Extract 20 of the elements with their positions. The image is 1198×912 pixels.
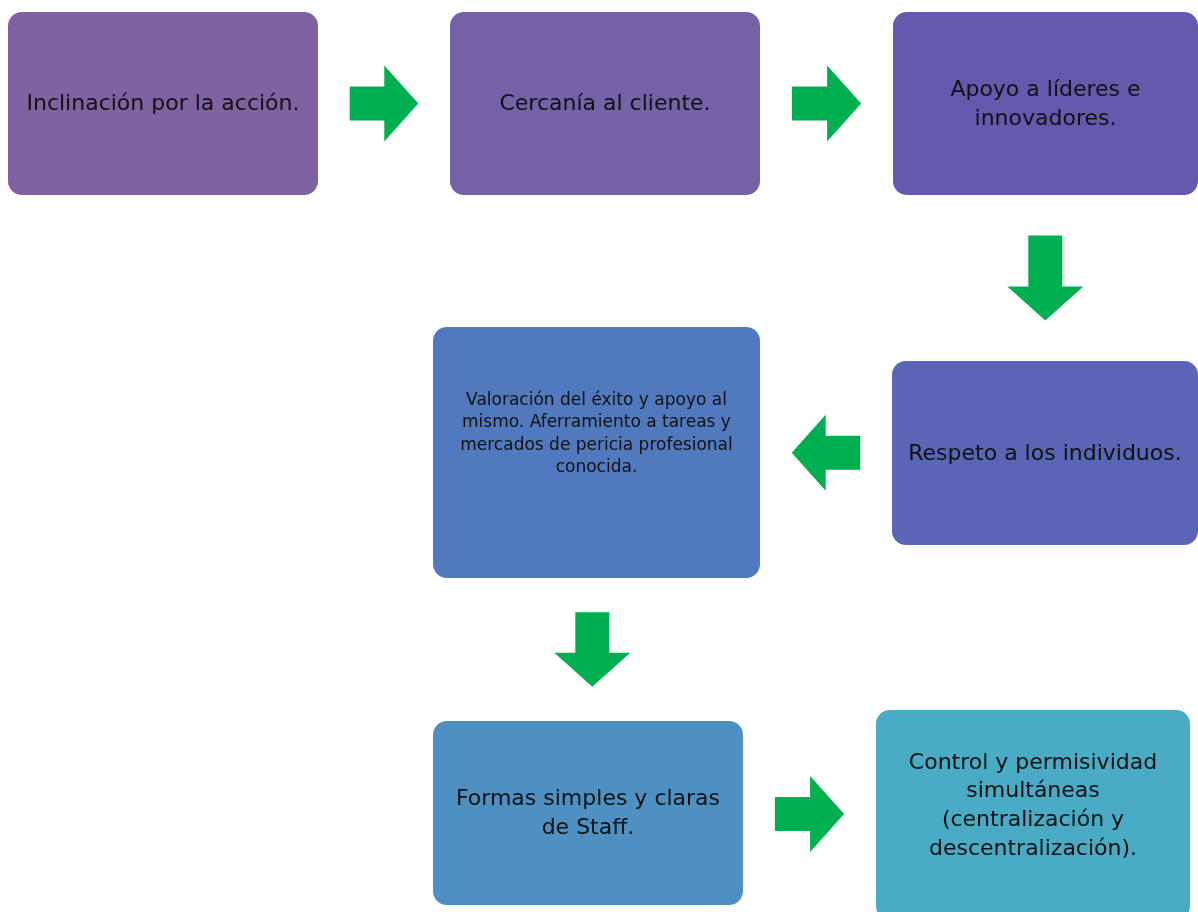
box-text: Formas simples y claras de Staff. — [454, 784, 722, 841]
block-arrow — [349, 65, 419, 142]
block-arrow — [791, 65, 862, 142]
process-box — [433, 327, 760, 578]
block-arrow — [554, 612, 631, 687]
process-box — [876, 710, 1190, 912]
process-box — [892, 361, 1198, 545]
box-text: Apoyo a líderes e innovadores. — [949, 74, 1142, 132]
box-text: Inclinación por la acción. — [26, 89, 300, 118]
process-box — [893, 12, 1198, 195]
box-text: Control y permisividad simultáneas (centralización y descentralización). — [907, 747, 1159, 862]
block-arrow — [1007, 235, 1084, 321]
block-arrow — [774, 776, 845, 852]
box-text: Cercanía al cliente. — [499, 89, 711, 118]
box-text: Respeto a los individuos. — [908, 438, 1182, 467]
process-box — [8, 12, 318, 195]
process-box — [450, 12, 760, 195]
process-box — [433, 721, 743, 905]
block-arrow — [791, 414, 861, 491]
box-text: Valoración del éxito y apoyo al mismo. Aferramiento a tareas y mercados de pericia profesional conocida. — [459, 388, 734, 477]
